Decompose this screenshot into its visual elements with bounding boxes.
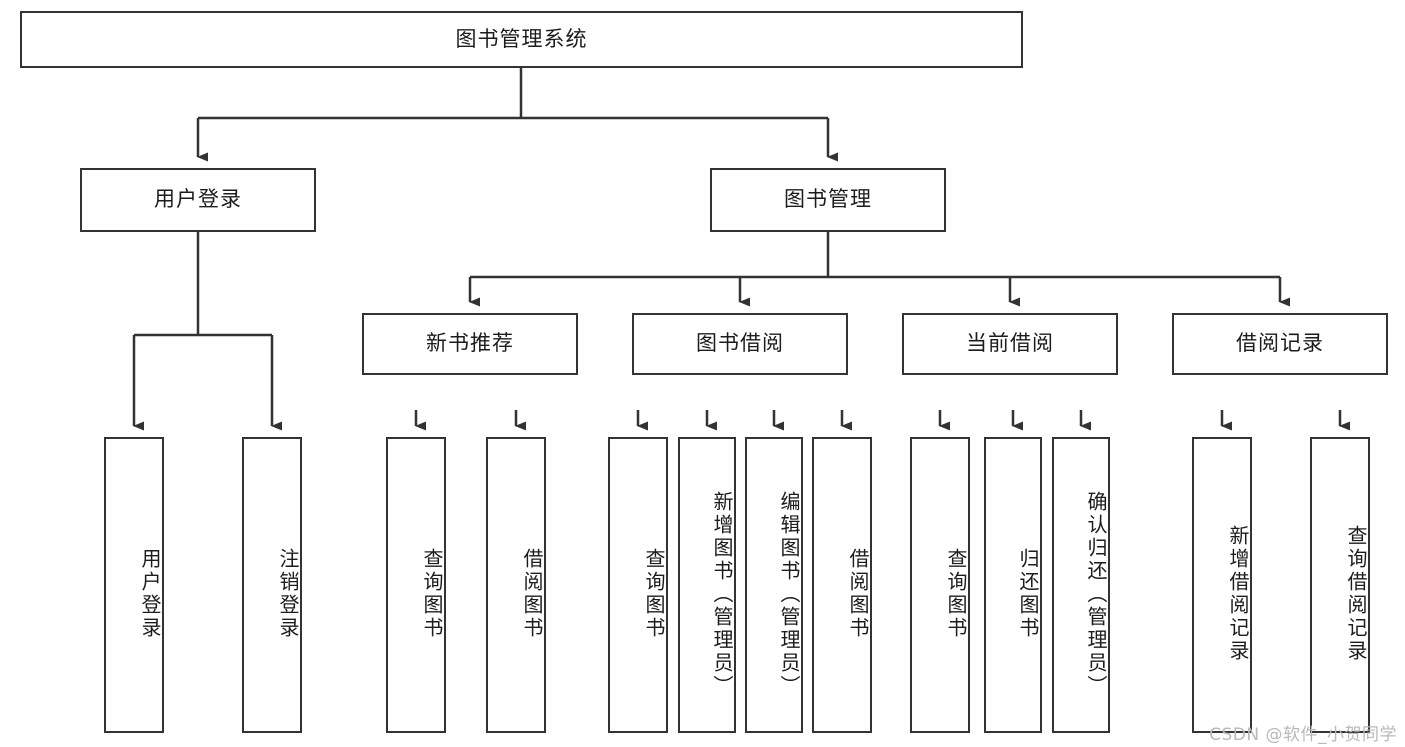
csdn-watermark: CSDN @软件_小贺同学 — [1209, 725, 1397, 745]
node-label: 图书管理 — [784, 187, 872, 212]
node-label: 图书管理系统 — [455, 26, 588, 51]
leaf-node-查询图书-2[interactable]: 查询图书 — [386, 437, 446, 733]
leaf-node-编辑图书管理员-6[interactable]: 编辑图书（管理员） — [745, 437, 803, 733]
node-label: 借阅记录 — [1236, 331, 1324, 356]
leaf-node-用户登录-0[interactable]: 用户登录 — [104, 437, 164, 733]
root-node-图书管理系统[interactable]: 图书管理系统 — [20, 11, 1023, 68]
leaf-node-注销登录-1[interactable]: 注销登录 — [242, 437, 302, 733]
node-label: 注销登录 — [276, 548, 300, 640]
node-label: 查询借阅记录 — [1344, 525, 1368, 663]
node-label: 用户登录 — [154, 187, 242, 212]
node-label: 查询图书 — [642, 548, 666, 640]
level3-node-当前借阅-2[interactable]: 当前借阅 — [902, 313, 1118, 375]
node-label: 归还图书 — [1016, 548, 1040, 640]
node-label: 图书借阅 — [696, 331, 784, 356]
level2-node-用户登录-0[interactable]: 用户登录 — [80, 168, 316, 232]
node-label: 当前借阅 — [966, 331, 1054, 356]
node-label: 借阅图书 — [846, 548, 870, 640]
level3-node-图书借阅-1[interactable]: 图书借阅 — [632, 313, 848, 375]
node-label: 新书推荐 — [426, 331, 514, 356]
leaf-node-新增借阅记录-11[interactable]: 新增借阅记录 — [1192, 437, 1252, 733]
node-label: 用户登录 — [138, 548, 162, 640]
level3-node-借阅记录-3[interactable]: 借阅记录 — [1172, 313, 1388, 375]
node-label: 新增图书（管理员） — [710, 490, 734, 698]
leaf-node-新增图书管理员-5[interactable]: 新增图书（管理员） — [678, 437, 736, 733]
leaf-node-借阅图书-7[interactable]: 借阅图书 — [812, 437, 872, 733]
leaf-node-借阅图书-3[interactable]: 借阅图书 — [486, 437, 546, 733]
level3-node-新书推荐-0[interactable]: 新书推荐 — [362, 313, 578, 375]
leaf-node-查询图书-8[interactable]: 查询图书 — [910, 437, 970, 733]
level2-node-图书管理-1[interactable]: 图书管理 — [710, 168, 946, 232]
leaf-node-归还图书-9[interactable]: 归还图书 — [984, 437, 1042, 733]
leaf-node-查询借阅记录-12[interactable]: 查询借阅记录 — [1310, 437, 1370, 733]
node-label: 查询图书 — [420, 548, 444, 640]
leaf-node-查询图书-4[interactable]: 查询图书 — [608, 437, 668, 733]
node-label: 借阅图书 — [520, 548, 544, 640]
node-label: 编辑图书（管理员） — [777, 490, 801, 698]
node-label: 查询图书 — [944, 548, 968, 640]
node-label: 新增借阅记录 — [1226, 525, 1250, 663]
node-label: 确认归还（管理员） — [1084, 490, 1108, 698]
leaf-node-确认归还管理员-10[interactable]: 确认归还（管理员） — [1052, 437, 1110, 733]
